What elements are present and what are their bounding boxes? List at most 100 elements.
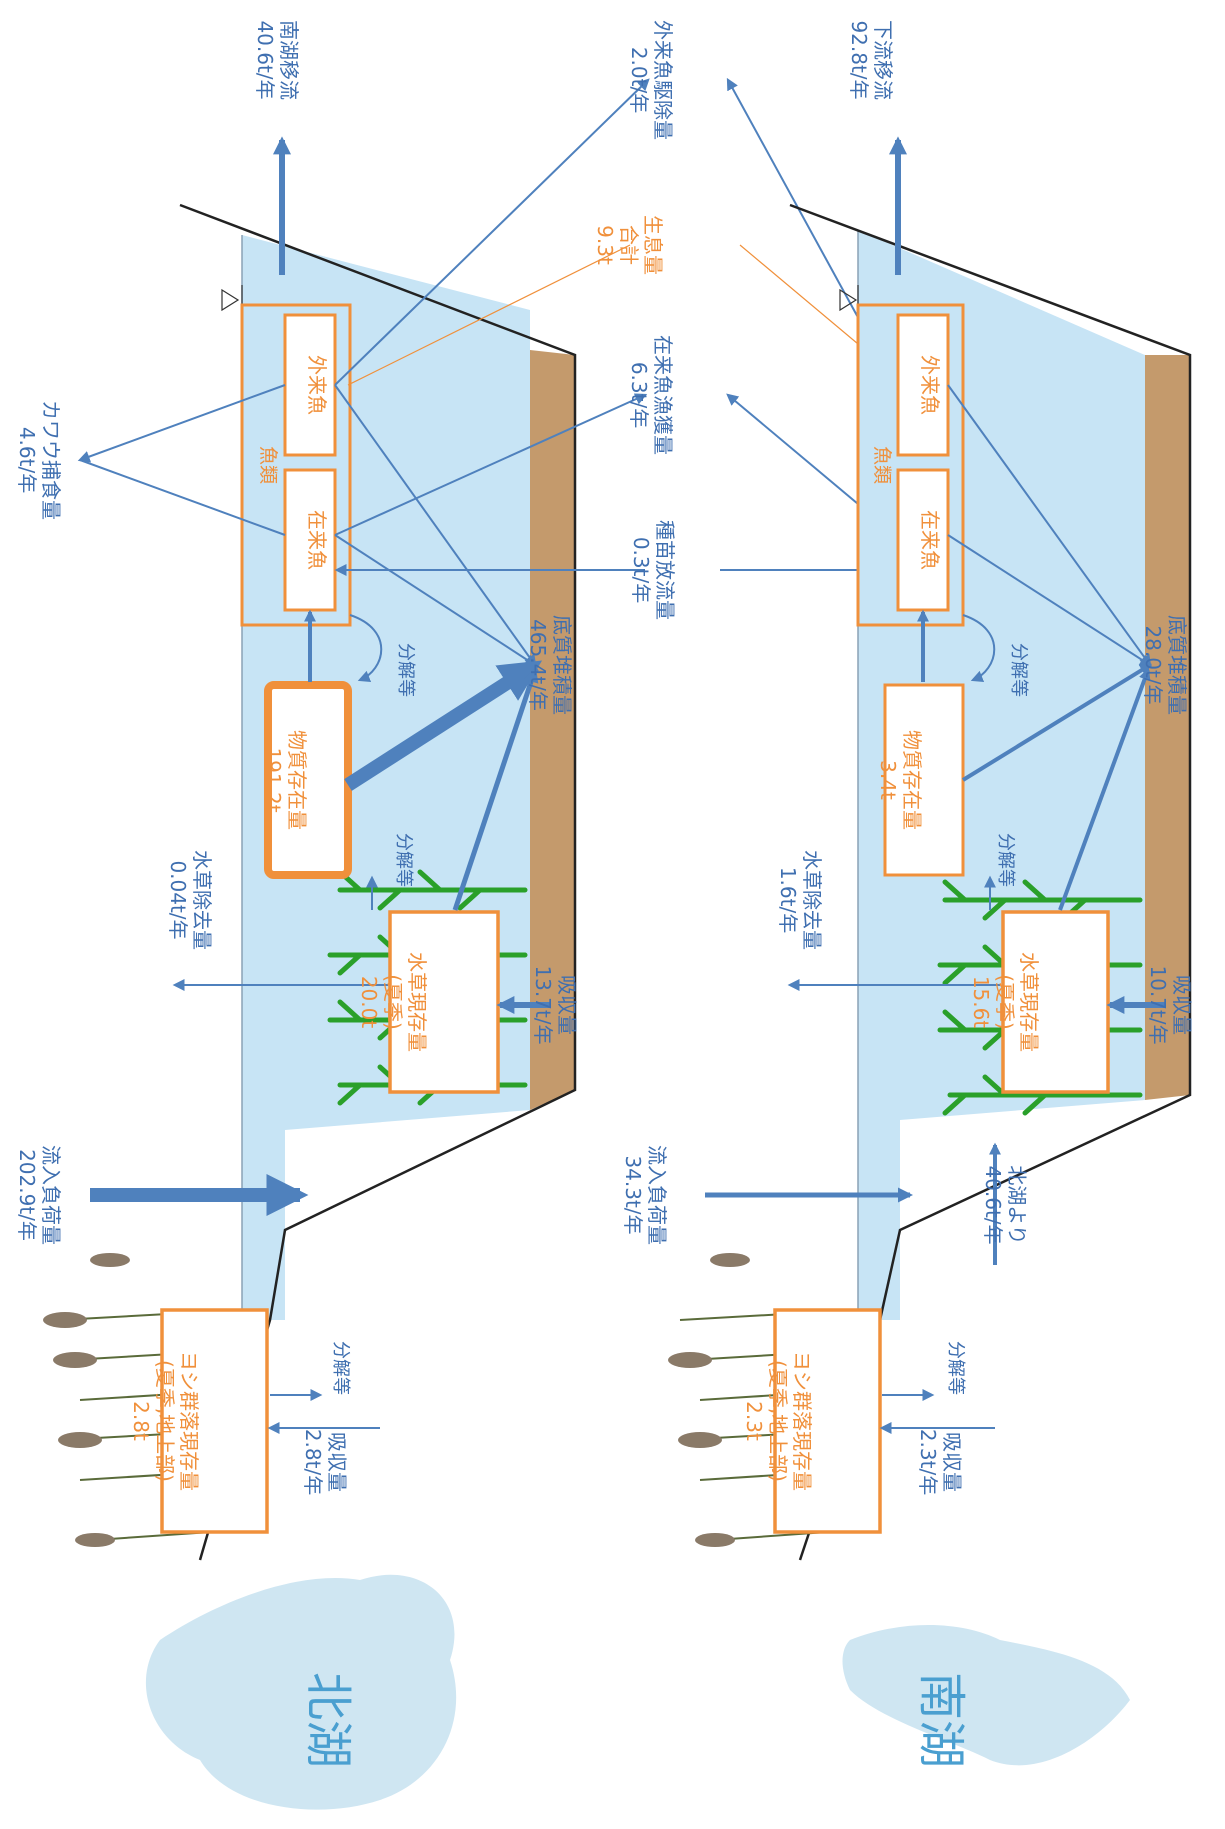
north-fish-group-label: 魚類: [257, 446, 279, 484]
south-weed-removal-label: 水草除去量1.6t/年: [776, 850, 824, 950]
north-title: 北湖: [300, 1672, 356, 1768]
south-sediment-label-line: 底質堆積量: [1165, 615, 1189, 715]
south-reed-decomp-label: 分解等: [945, 1341, 966, 1395]
north-sediment-label-line: 465.4t/年: [526, 619, 550, 711]
north-decomp-fish-label-line: 分解等: [395, 643, 416, 697]
south-native-fish-label: 在来魚: [918, 510, 942, 570]
north-matter-stock-label-line: 191.2t: [261, 747, 285, 812]
south-title: 南湖: [913, 1672, 969, 1768]
stocking-label: 種苗放流量0.3t/年: [629, 520, 677, 620]
north-cormorant-label-line: カワウ捕食量: [39, 400, 63, 520]
stocking-label-line: 0.3t/年: [629, 537, 653, 603]
south-plant-uptake-label-line: 吸収量: [1170, 975, 1194, 1035]
south-decomp-fish-label-line: 分解等: [1008, 643, 1029, 697]
alien-removal-label-line: 2.0t/年: [627, 47, 651, 113]
habitat-total-label-line: 合計: [617, 225, 641, 265]
south-lake-map-icon: [843, 1625, 1131, 1765]
north-native-fish-label-line: 在来魚: [305, 510, 329, 570]
north-plant-uptake-label-line: 吸収量: [555, 975, 579, 1035]
south-decomp-plant-label: 分解等: [995, 833, 1016, 887]
south-outflow-label: 下流移流92.8t/年: [847, 20, 895, 100]
south-plant-stock-label-line: 15.6t: [969, 976, 993, 1029]
south-sediment-label: 底質堆積量28.0t/年: [1141, 615, 1189, 715]
south-reed-stock-label-line: ヨシ群落現存量: [790, 1351, 814, 1491]
south-reed-decomp-label-line: 分解等: [945, 1341, 966, 1395]
north-decomp-plant-label: 分解等: [393, 833, 414, 887]
north-weed-removal-label: 水草除去量0.04t/年: [166, 850, 214, 950]
alien-removal-label-line: 外来魚駆除量: [651, 20, 675, 140]
south-reed-uptake-label: 吸収量2.3t/年: [916, 1429, 964, 1495]
north-inflow-label: 流入負荷量202.9t/年: [15, 1145, 63, 1245]
north-reed-uptake-label-line: 2.8t/年: [301, 1429, 325, 1495]
habitat-total-label-line: 生息量: [641, 215, 665, 275]
south-matter-stock-label-line: 物質存在量: [900, 730, 924, 830]
south-weed-removal-label-line: 水草除去量: [800, 850, 824, 950]
north-reed-stock-label-line: 2.8t: [129, 1401, 153, 1441]
north-reed-uptake-label-line: 吸収量: [325, 1432, 349, 1492]
south-title-line: 南湖: [913, 1672, 969, 1768]
habitat-total-label: 生息量合計9.3t: [593, 215, 665, 275]
south-alien-fish-label: 外来魚: [918, 355, 942, 415]
north-plant-stock-label-line: 水草現存量: [405, 952, 429, 1052]
south-reed-uptake-label-line: 2.3t/年: [916, 1429, 940, 1495]
north-outflow-label-line: 南湖移流: [277, 20, 301, 100]
north-sediment-label: 底質堆積量465.4t/年: [526, 615, 574, 715]
south-outflow-label-line: 下流移流: [871, 20, 895, 100]
south-inflow-label-line: 34.3t/年: [621, 1155, 645, 1234]
native-catch-label-line: 6.3t/年: [627, 362, 651, 428]
south-weed-removal-label-line: 1.6t/年: [776, 867, 800, 933]
north-inflow-label-line: 202.9t/年: [15, 1149, 39, 1241]
south-decomp-fish-label: 分解等: [1008, 643, 1029, 697]
south-plant-uptake-label-line: 10.7t/年: [1146, 965, 1170, 1044]
south-reed-uptake-label-line: 吸収量: [940, 1432, 964, 1492]
north-decomp-fish-label: 分解等: [395, 643, 416, 697]
north-fish-group-label-line: 魚類: [257, 446, 279, 484]
north-lake-panel: [43, 140, 575, 1560]
south-fish-group-label-line: 魚類: [871, 446, 893, 484]
north-decomp-plant-label-line: 分解等: [393, 833, 414, 887]
north-alien-fish-label-line: 外来魚: [305, 355, 329, 415]
south-fish-group-label: 魚類: [871, 446, 893, 484]
south-reed-stock-label-line: 2.3t: [742, 1401, 766, 1441]
north-native-fish-label: 在来魚: [305, 510, 329, 570]
north-plant-uptake-label-line: 13.7t/年: [531, 965, 555, 1044]
native-catch-label-line: 在来魚漁獲量: [651, 335, 675, 455]
south-sediment-label-line: 28.0t/年: [1141, 625, 1165, 704]
north-reed-stock-label: ヨシ群落現存量(夏季,地上部)2.8t: [129, 1351, 201, 1491]
north-plant-stock-label-line: 20.0t: [357, 976, 381, 1029]
north-reed-decomp-label: 分解等: [330, 1341, 351, 1395]
north-outflow-label: 南湖移流40.6t/年: [253, 20, 301, 100]
north-reed-stock-label-line: ヨシ群落現存量: [177, 1351, 201, 1491]
south-native-fish-label-line: 在来魚: [918, 510, 942, 570]
north-matter-stock-label-line: 物質存在量: [285, 730, 309, 830]
north-cormorant-label-line: 4.6t/年: [15, 427, 39, 493]
south-matter-stock-label-line: 3.4t: [876, 760, 900, 800]
south-alien-fish-label-line: 外来魚: [918, 355, 942, 415]
stocking-label-line: 種苗放流量: [653, 520, 677, 620]
south-from-north-label: 北湖より40.6t/年: [981, 1165, 1029, 1245]
south-lake-panel: [668, 140, 1190, 1560]
south-plant-stock-label-line: (夏季): [993, 974, 1017, 1030]
north-alien-fish-label: 外来魚: [305, 355, 329, 415]
south-plant-uptake-label: 吸収量10.7t/年: [1146, 965, 1194, 1044]
north-sediment-label-line: 底質堆積量: [550, 615, 574, 715]
north-plant-stock-label-line: (夏季): [381, 974, 405, 1030]
habitat-total-label-line: 9.3t: [593, 225, 617, 265]
north-plant-uptake-label: 吸収量13.7t/年: [531, 965, 579, 1044]
north-reed-uptake-label: 吸収量2.8t/年: [301, 1429, 349, 1495]
north-outflow-label-line: 40.6t/年: [253, 20, 277, 99]
south-from-north-label-line: 40.6t/年: [981, 1165, 1005, 1244]
south-reed-stock-label: ヨシ群落現存量(夏季,地上部)2.3t: [742, 1351, 814, 1491]
alien-removal-label: 外来魚駆除量2.0t/年: [627, 20, 675, 140]
south-outflow-label-line: 92.8t/年: [847, 20, 871, 99]
native-catch-label: 在来魚漁獲量6.3t/年: [627, 335, 675, 455]
south-plant-stock-label-line: 水草現存量: [1017, 952, 1041, 1052]
north-weed-removal-label-line: 0.04t/年: [166, 860, 190, 939]
north-weed-removal-label-line: 水草除去量: [190, 850, 214, 950]
south-reed-stock-label-line: (夏季,地上部): [766, 1360, 790, 1482]
north-reed-decomp-label-line: 分解等: [330, 1341, 351, 1395]
south-decomp-plant-label-line: 分解等: [995, 833, 1016, 887]
south-inflow-label: 流入負荷量34.3t/年: [621, 1145, 669, 1245]
north-inflow-label-line: 流入負荷量: [39, 1145, 63, 1245]
